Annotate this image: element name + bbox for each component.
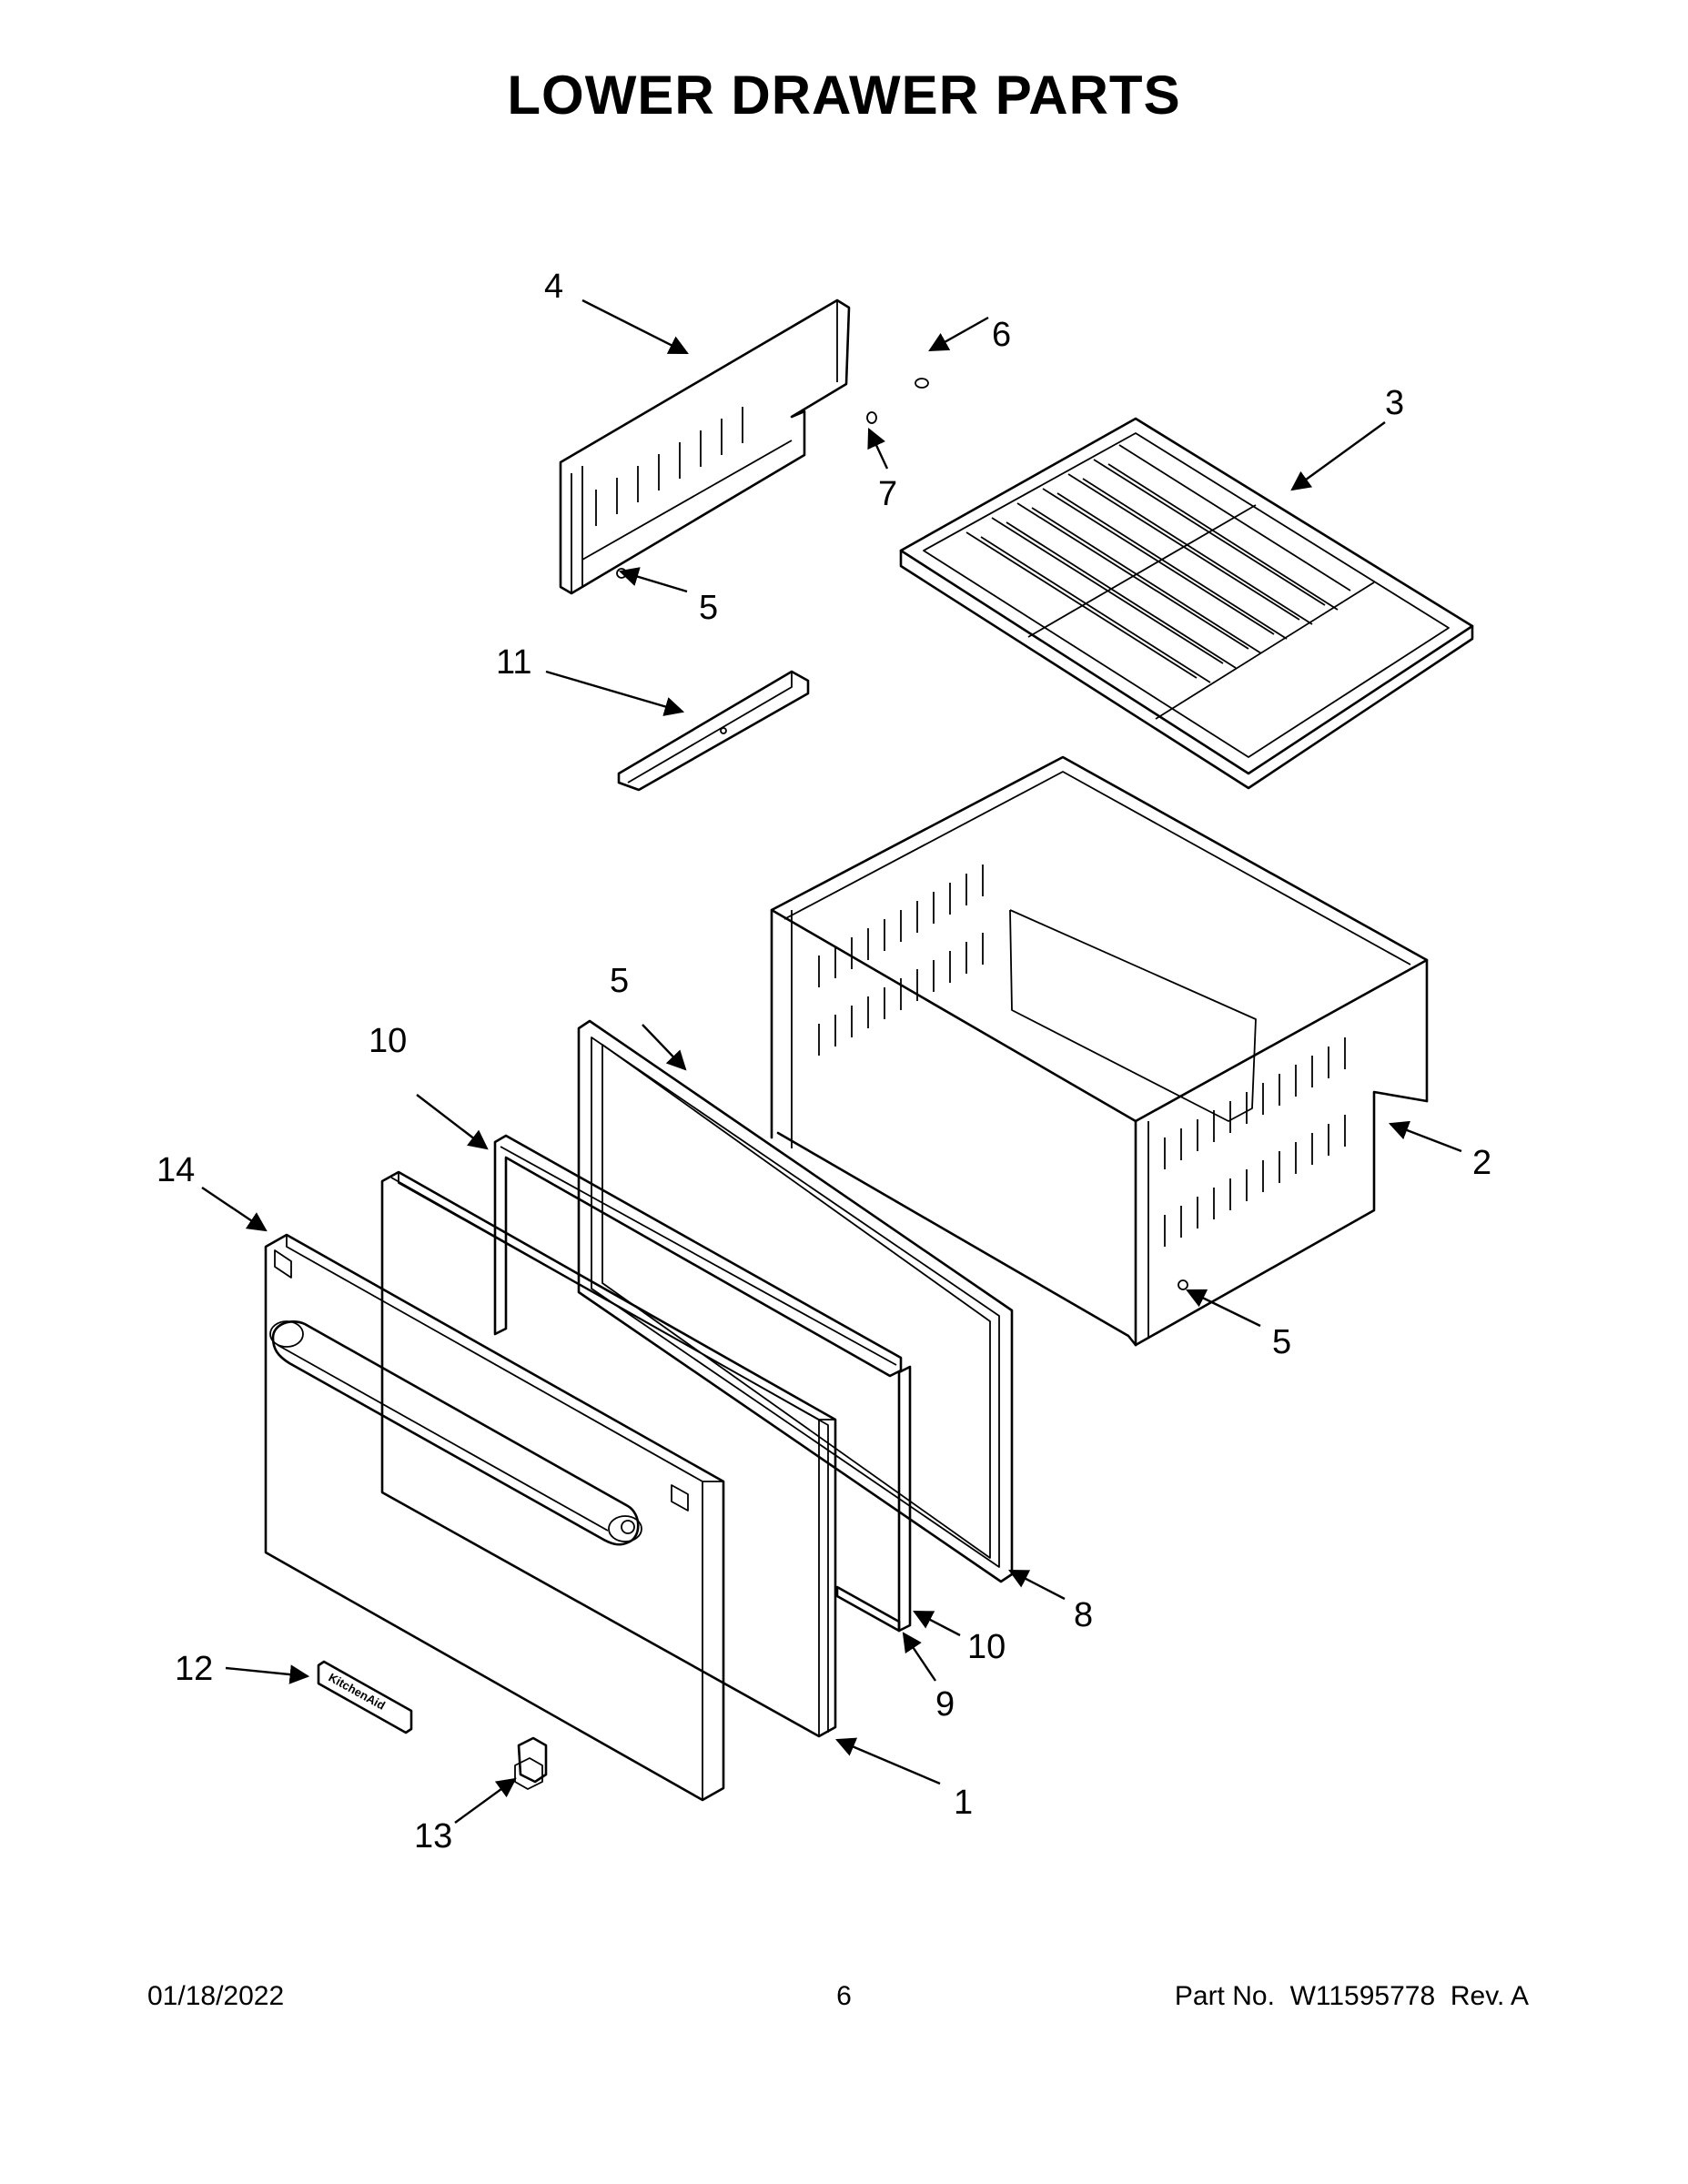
callout-5-gasket: 5 — [610, 962, 629, 1000]
part-12-nameplate: KitchenAid — [317, 1660, 413, 1734]
callout-7: 7 — [878, 475, 897, 513]
callout-1: 1 — [954, 1784, 973, 1822]
part-10-trim-strip-lower — [835, 1365, 912, 1633]
footer-date: 01/18/2022 — [147, 1981, 285, 2011]
callout-9: 9 — [935, 1685, 955, 1724]
part-4-rear-panel — [559, 298, 851, 595]
part-8-gasket — [577, 1019, 1014, 1583]
footer-part-label: Part No. — [1174, 1981, 1275, 2011]
callout-5-bin: 5 — [1272, 1323, 1291, 1361]
callout-5-panel: 5 — [699, 589, 718, 627]
callout-4: 4 — [544, 268, 563, 306]
callout-10-upper: 10 — [369, 1022, 407, 1060]
callout-leaders — [201, 298, 1462, 1824]
page-title: LOWER DRAWER PARTS — [507, 65, 1181, 126]
part-14-outer-door — [264, 1233, 725, 1802]
part-6-fastener — [915, 378, 929, 389]
callout-numbers: 4 6 3 7 5 11 5 10 14 2 5 8 10 9 12 1 13 — [157, 268, 1491, 1855]
part-11-rail — [617, 670, 810, 792]
footer-page-number: 6 — [836, 1981, 852, 2011]
part-2-drawer-bin — [770, 755, 1429, 1347]
callout-12: 12 — [175, 1650, 213, 1688]
callout-11: 11 — [496, 643, 531, 682]
part-10-trim-strip-upper — [493, 1134, 903, 1378]
callout-13: 13 — [414, 1817, 452, 1855]
callout-3: 3 — [1385, 384, 1404, 422]
callout-10-lower: 10 — [967, 1628, 1006, 1666]
callout-8: 8 — [1074, 1596, 1093, 1634]
callout-14: 14 — [157, 1151, 195, 1189]
part-1-inner-door — [380, 1170, 837, 1738]
part-7-fastener — [866, 411, 877, 424]
callout-2: 2 — [1472, 1144, 1491, 1182]
part-13-latch — [514, 1736, 548, 1790]
footer-part-number: Part No. W11595778 Rev. A — [1175, 1981, 1529, 2012]
callout-6: 6 — [992, 316, 1011, 354]
footer-revision: Rev. A — [1450, 1981, 1529, 2011]
footer-part-value: W11595778 — [1289, 1981, 1436, 2011]
part-3-drawer-cover — [899, 417, 1474, 790]
